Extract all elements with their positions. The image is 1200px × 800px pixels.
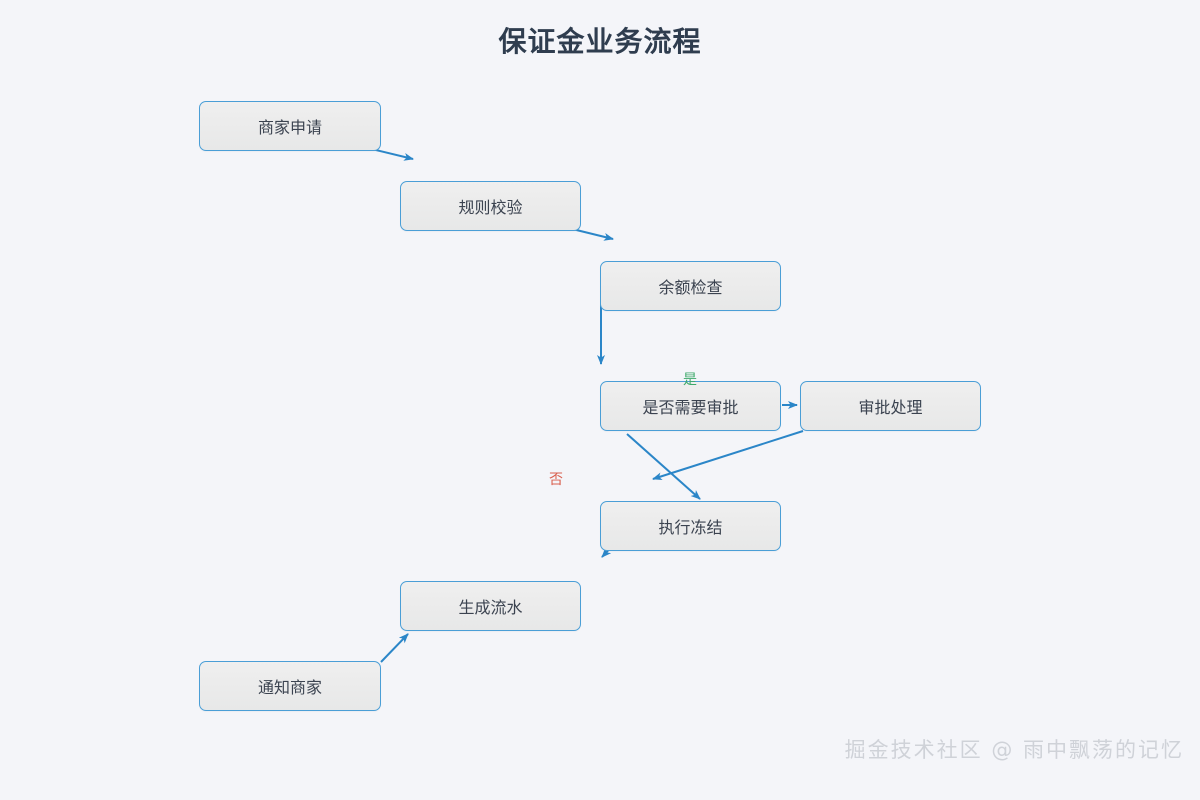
node-decision-label: 是否需要审批 [642, 400, 739, 417]
watermark: 掘金技术社区 @ 雨中飘荡的记忆 [844, 738, 1184, 762]
node-record[interactable]: 生成流水 [400, 581, 581, 631]
edge-approve-to-freeze [652, 430, 804, 481]
edge-record-to-notify [380, 633, 409, 663]
node-balance-label: 余额检查 [658, 280, 723, 297]
node-approve-label: 审批处理 [858, 400, 923, 417]
page-title: 保证金业务流程 [498, 26, 702, 57]
node-apply[interactable]: 商家申请 [199, 101, 381, 151]
node-decision[interactable]: 是否需要审批 [600, 381, 781, 431]
node-approve[interactable]: 审批处理 [800, 381, 981, 431]
node-apply-label: 商家申请 [257, 120, 322, 137]
node-rule-label: 规则校验 [458, 200, 523, 217]
node-freeze-label: 执行冻结 [658, 520, 723, 537]
edge-decision-to-freeze [626, 433, 701, 500]
node-notify-label: 通知商家 [257, 680, 322, 697]
node-rule[interactable]: 规则校验 [400, 181, 581, 231]
node-record-label: 生成流水 [458, 600, 523, 617]
node-balance[interactable]: 余额检查 [600, 261, 781, 311]
node-freeze[interactable]: 执行冻结 [600, 501, 781, 551]
edge-label-yes: 是 [683, 371, 697, 387]
node-notify[interactable]: 通知商家 [199, 661, 381, 711]
edge-label-no: 否 [549, 471, 563, 487]
